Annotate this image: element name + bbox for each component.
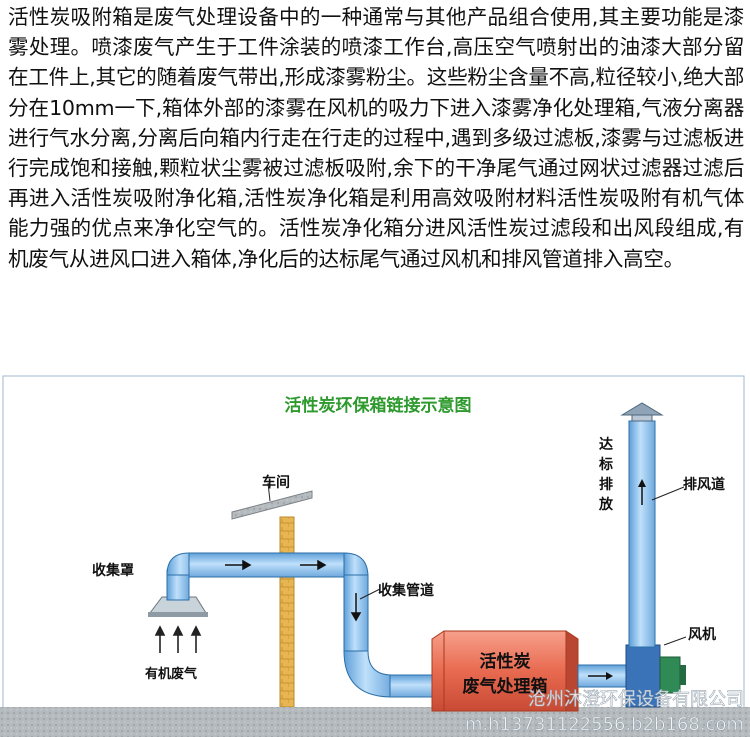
activated-carbon-box [431, 630, 579, 712]
fan-label: 风机 [688, 626, 716, 643]
flow-arrows [225, 559, 362, 622]
exhaust-duct-label: 排风道 [683, 476, 725, 493]
svg-text:标: 标 [598, 456, 613, 473]
diagram-canvas: 活性炭环保箱链接示意图 车间 收集罩 有机废气 [0, 375, 750, 737]
collect-duct-label: 收集管道 [378, 582, 434, 599]
box-label-line2: 废气处理箱 [463, 676, 548, 697]
brick-wall [279, 516, 295, 708]
svg-text:达: 达 [599, 436, 613, 453]
watermark-contact: m.h13731122556.b2b168.com [465, 714, 744, 735]
collection-duct [166, 552, 433, 698]
fan [625, 644, 686, 708]
standard-discharge-label: 达 标 排 放 [598, 436, 614, 513]
ceiling-slab [231, 490, 313, 520]
hood-label: 收集罩 [92, 562, 134, 579]
exhaust-stack [620, 402, 664, 648]
watermark-company: 沧州沐澄环保设备有限公司 [528, 689, 744, 710]
diagram-title: 活性炭环保箱链接示意图 [285, 395, 472, 416]
article-paragraph: 活性炭吸附箱是废气处理设备中的一种通常与其他产品组合使用,其主要功能是漆雾处理。… [8, 5, 744, 271]
gas-arrows [154, 625, 202, 653]
workshop-label: 车间 [262, 474, 290, 491]
box-label-line1: 活性炭 [480, 651, 531, 672]
svg-text:放: 放 [598, 496, 614, 513]
svg-text:排: 排 [599, 476, 613, 493]
floor [0, 707, 750, 737]
flow-diagram: 活性炭环保箱链接示意图 车间 收集罩 有机废气 [0, 375, 750, 737]
organic-gas-label: 有机废气 [145, 666, 197, 682]
